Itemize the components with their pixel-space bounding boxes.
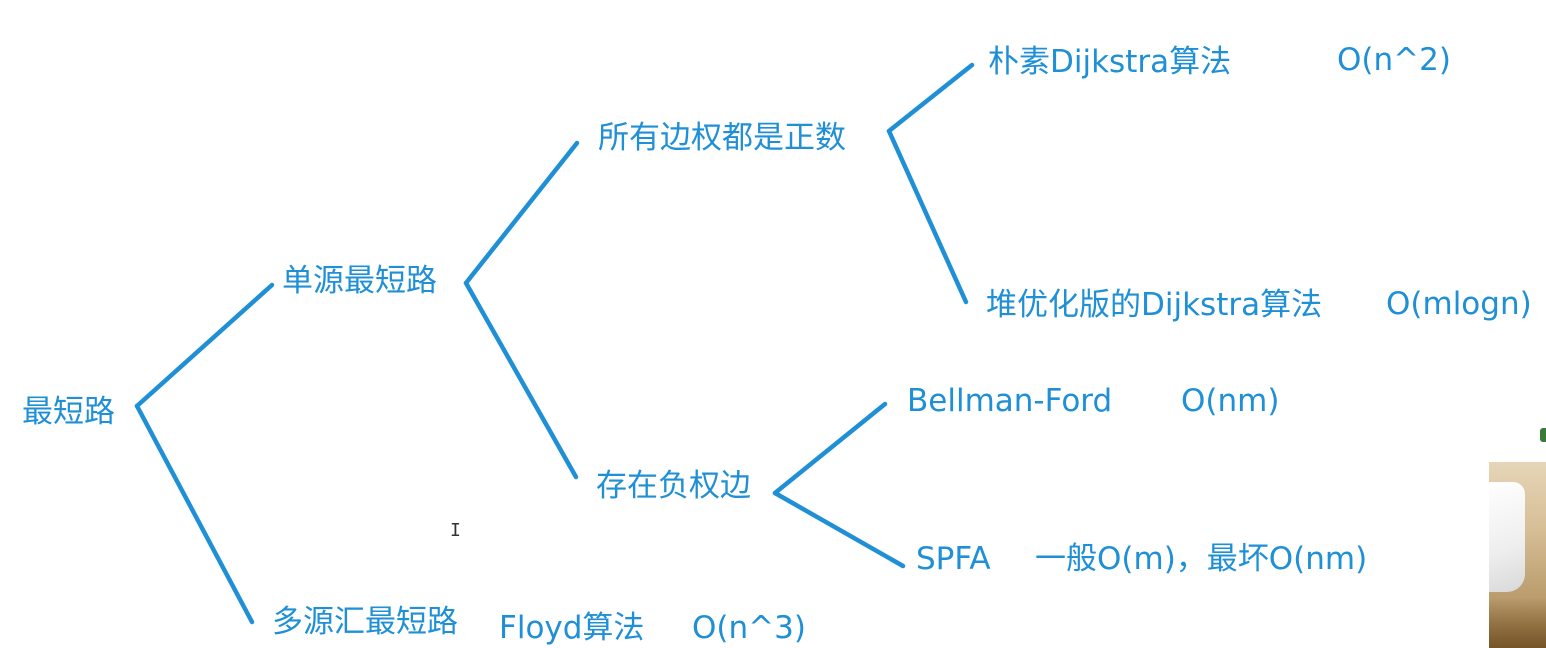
- complexity-heap-optimized-dijkstra: O(mlogn): [1386, 286, 1532, 322]
- node-all-edges-positive: 所有边权都是正数: [598, 120, 846, 156]
- node-single-source-shortest-path: 单源最短路: [282, 263, 437, 299]
- complexity-floyd: O(n^3): [692, 610, 806, 646]
- edge-negative-edges-to-bellman-ford: [772, 401, 888, 496]
- node-shortest-path-root: 最短路: [22, 394, 115, 430]
- edge-single-source-to-negative-edges: [463, 280, 579, 480]
- webcam-cloth-shape: [1489, 482, 1525, 592]
- algo-spfa: SPFA: [916, 541, 991, 577]
- algo-bellman-ford: Bellman-Ford: [907, 383, 1113, 419]
- node-negative-edges-exist: 存在负权边: [596, 468, 751, 504]
- webcam-shadow-shape: [1489, 598, 1546, 648]
- complexity-spfa: 一般O(m)，最坏O(nm): [1035, 541, 1368, 577]
- complexity-bellman-ford: O(nm): [1181, 383, 1280, 419]
- edge-all-positive-to-naive-dijkstra: [886, 62, 975, 134]
- webcam-plant-leaf-shape: [1540, 428, 1546, 442]
- edge-single-source-to-all-positive: [463, 140, 580, 286]
- webcam-overlay: [1489, 462, 1546, 648]
- complexity-naive-dijkstra: O(n^2): [1337, 42, 1451, 78]
- edge-negative-edges-to-spfa: [772, 490, 906, 569]
- node-multi-source-shortest-path: 多源汇最短路: [272, 604, 458, 640]
- algo-naive-dijkstra: 朴素Dijkstra算法: [988, 44, 1232, 80]
- edge-root-to-multi-source: [134, 403, 255, 625]
- edge-all-positive-to-heap-dijkstra: [886, 128, 969, 305]
- algo-floyd: Floyd算法: [499, 610, 645, 646]
- text-cursor-icon: I: [450, 520, 461, 541]
- edge-root-to-single-source: [134, 282, 275, 409]
- edge-group: [134, 62, 975, 625]
- algo-heap-optimized-dijkstra: 堆优化版的Dijkstra算法: [986, 287, 1323, 323]
